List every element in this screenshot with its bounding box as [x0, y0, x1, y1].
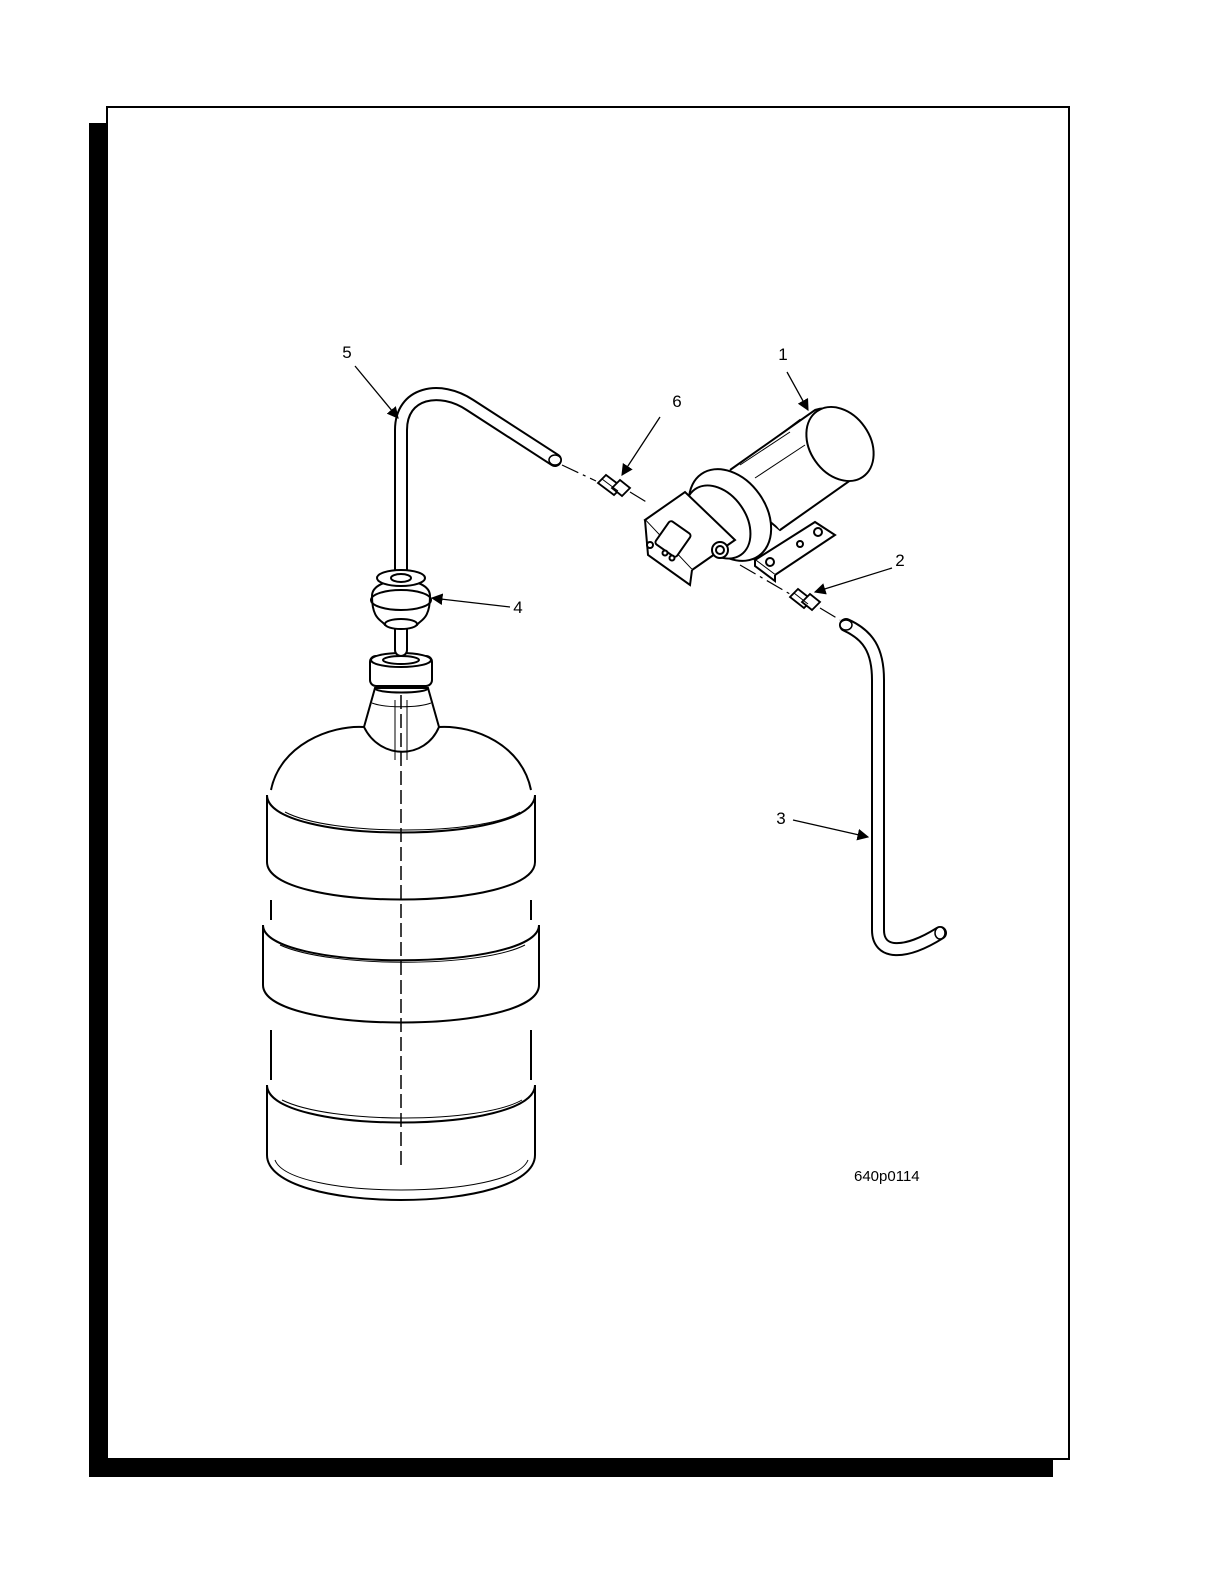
callout-6: 6 — [672, 392, 681, 411]
callout-3: 3 — [776, 809, 785, 828]
water-bottle — [263, 653, 539, 1200]
figure-code: 640p0114 — [854, 1168, 920, 1185]
fitting-6 — [598, 475, 630, 496]
pump-1 — [645, 394, 888, 585]
tube-3 — [840, 620, 945, 949]
callout-1: 1 — [778, 345, 787, 364]
callout-2: 2 — [895, 551, 904, 570]
callout-5: 5 — [342, 343, 351, 362]
callout-4: 4 — [513, 598, 522, 617]
stopper-4 — [371, 570, 431, 629]
